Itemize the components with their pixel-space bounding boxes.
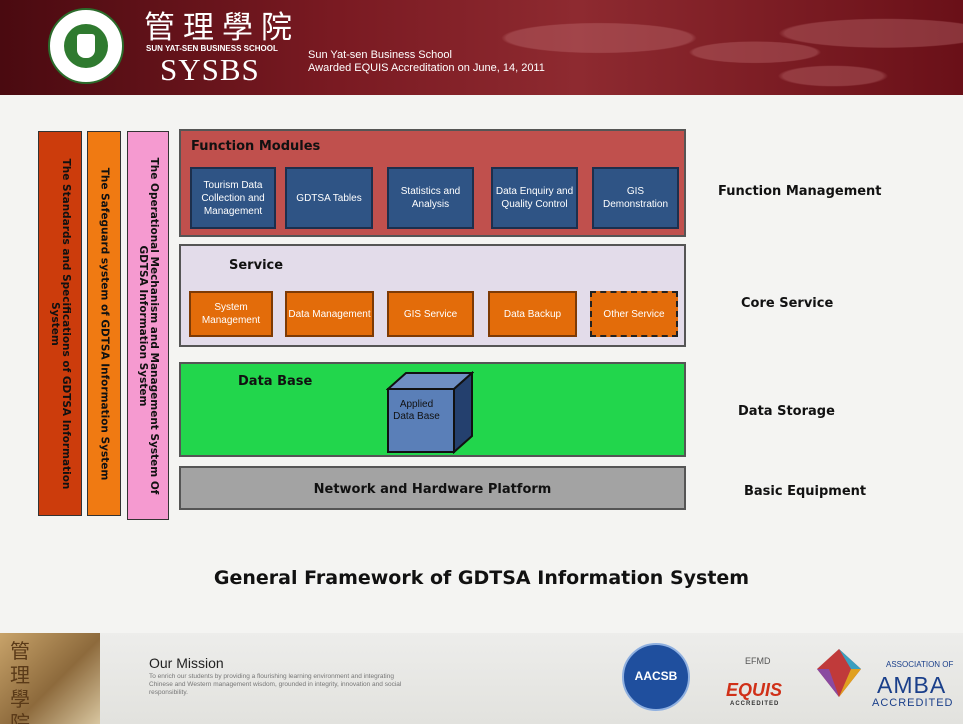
- service-data-backup: Data Backup: [488, 291, 577, 337]
- module-gdtsa-tables: GDTSA Tables: [285, 167, 373, 229]
- service-other: Other Service: [590, 291, 678, 337]
- aacsb-logo: AACSB: [622, 643, 690, 711]
- equis-logo-text: EQUIS: [726, 680, 783, 700]
- service-title: Service: [229, 258, 284, 273]
- standards-bar: The Standards and Specifications of GDTS…: [38, 131, 82, 516]
- school-abbreviation: SYSBS: [160, 52, 260, 87]
- school-english-name: SUN YAT-SEN BUSINESS SCHOOL: [146, 44, 278, 53]
- label-data-storage: Data Storage: [738, 404, 835, 419]
- module-statistics: Statistics and Analysis: [387, 167, 474, 229]
- header-banner: 管理學院 SUN YAT-SEN BUSINESS SCHOOL SYSBS S…: [0, 0, 963, 95]
- applied-database-label: Applied Data Base: [393, 399, 440, 422]
- operational-bar: The Operational Mechanism and Management…: [127, 131, 169, 520]
- module-gis-demonstration: GIS Demonstration: [592, 167, 679, 229]
- standards-bar-text: The Standards and Specifications of GDTS…: [49, 158, 72, 489]
- database-title: Data Base: [238, 374, 313, 389]
- network-title: Network and Hardware Platform: [313, 482, 552, 497]
- service-gis: GIS Service: [387, 291, 474, 337]
- chinese-school-name: 管理學院: [144, 10, 300, 46]
- efmd-text: EFMD: [745, 656, 771, 666]
- header-line-2: Awarded EQUIS Accreditation on June, 14,…: [308, 62, 545, 74]
- amba-logo-text: AMBA: [877, 672, 947, 698]
- diagram-caption: General Framework of GDTSA Information S…: [213, 567, 750, 589]
- safeguard-bar: The Safeguard system of GDTSA Informatio…: [87, 131, 121, 516]
- university-seal-logo: [48, 8, 124, 84]
- network-layer: [179, 466, 686, 510]
- amba-diamond-icon: [817, 649, 861, 697]
- world-map-background: [443, 0, 963, 95]
- service-system-management: System Management: [189, 291, 273, 337]
- campus-photo-text: 管理學院: [10, 639, 30, 724]
- footer: 管理學院: [0, 633, 963, 724]
- aacsb-text: AACSB: [634, 669, 678, 683]
- module-data-enquiry: Data Enquiry and Quality Control: [491, 167, 578, 229]
- mission-title: Our Mission: [149, 655, 224, 671]
- label-function-management: Function Management: [718, 184, 882, 199]
- header-line-1: Sun Yat-sen Business School: [308, 49, 452, 61]
- amba-accredited-text: ACCREDITED: [872, 697, 954, 709]
- module-tourism-data: Tourism Data Collection and Management: [190, 167, 276, 229]
- equis-accredited-text: ACCREDITED: [730, 701, 780, 707]
- database-cube-icon: [386, 371, 474, 454]
- amba-association-text: ASSOCIATION OF: [886, 660, 954, 669]
- service-data-management: Data Management: [285, 291, 374, 337]
- operational-bar-text: The Operational Mechanism and Management…: [137, 157, 160, 494]
- label-basic-equipment: Basic Equipment: [744, 484, 867, 499]
- mission-text: To enrich our students by providing a fl…: [149, 673, 402, 696]
- function-modules-title: Function Modules: [191, 139, 321, 154]
- campus-photo: 管理學院: [0, 633, 100, 724]
- safeguard-bar-text: The Safeguard system of GDTSA Informatio…: [98, 167, 111, 480]
- label-core-service: Core Service: [741, 296, 834, 311]
